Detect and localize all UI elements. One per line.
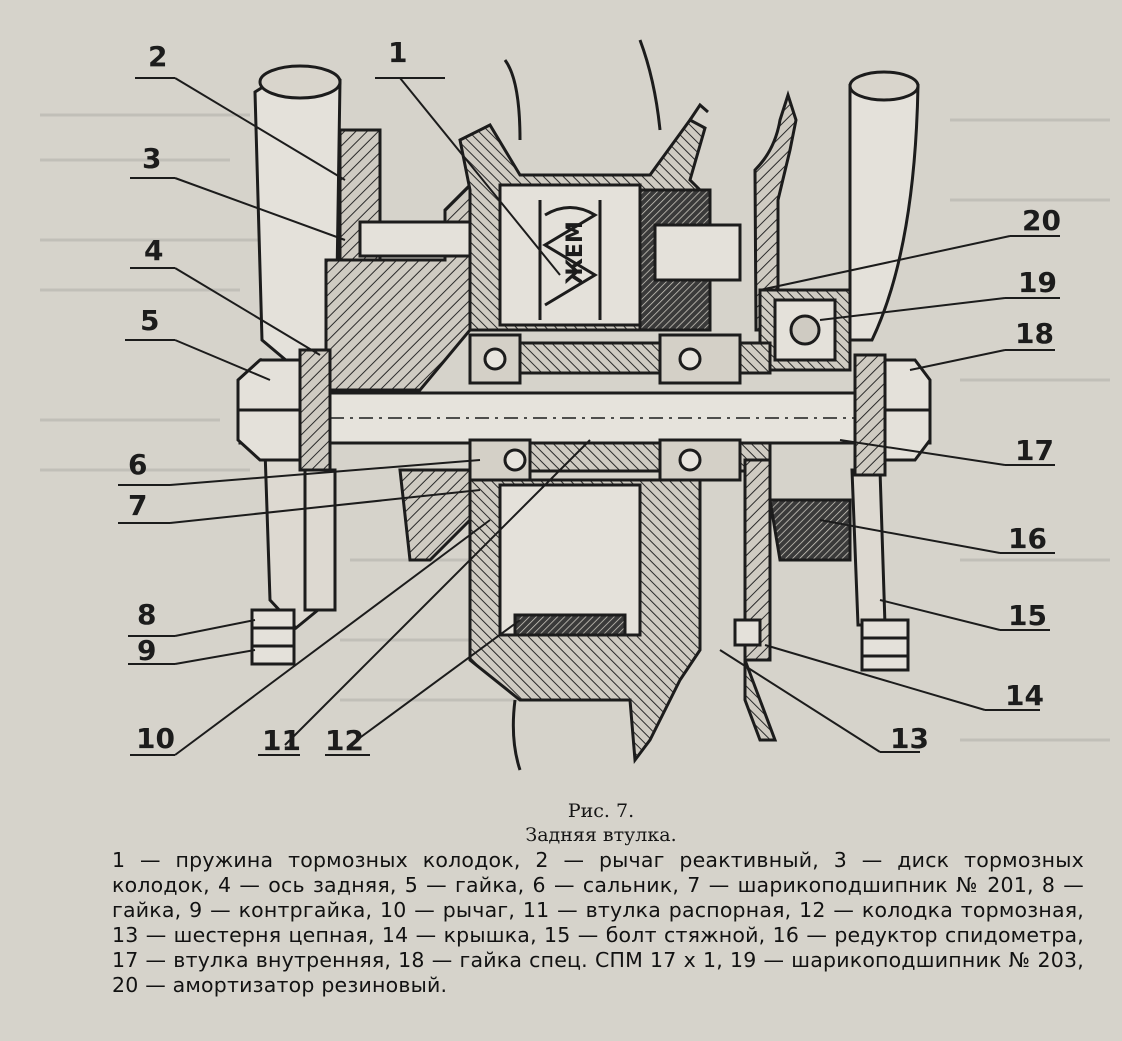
figure-number: Рис. 7. bbox=[567, 800, 635, 822]
callout-8: 8 bbox=[137, 598, 156, 631]
brake-disc bbox=[324, 181, 492, 392]
callout-15: 15 bbox=[1008, 599, 1047, 632]
callout-13: 13 bbox=[890, 722, 929, 755]
callout-9: 9 bbox=[137, 634, 156, 667]
callout-18: 18 bbox=[1015, 317, 1054, 350]
callout-16: 16 bbox=[1008, 522, 1047, 555]
callout-11: 11 bbox=[262, 724, 301, 757]
callout-1: 1 bbox=[388, 36, 407, 69]
callout-2: 2 bbox=[148, 40, 167, 73]
callout-7: 7 bbox=[128, 489, 147, 522]
callout-6: 6 bbox=[128, 448, 147, 481]
brake-spring bbox=[538, 200, 602, 320]
right-lower-nuts bbox=[860, 618, 910, 672]
left-axle-nut bbox=[236, 348, 332, 472]
callout-12: 12 bbox=[325, 724, 364, 757]
callout-5: 5 bbox=[140, 304, 159, 337]
hub-shell-lower bbox=[468, 478, 702, 771]
figure-title: Задняя втулка. bbox=[525, 824, 677, 846]
callout-leaders bbox=[118, 77, 1060, 756]
spring-marking: ЖЕМ bbox=[563, 221, 588, 285]
callout-19: 19 bbox=[1018, 266, 1057, 299]
rubber-damper bbox=[638, 188, 742, 332]
callout-14: 14 bbox=[1005, 679, 1044, 712]
callout-17: 17 bbox=[1015, 434, 1054, 467]
callout-numbers: 1 2 3 4 5 6 7 8 9 10 11 12 13 14 15 16 1… bbox=[128, 36, 1061, 757]
callout-20: 20 bbox=[1022, 204, 1061, 237]
callout-4: 4 bbox=[144, 234, 163, 267]
figure-legend: 1 — пружина тормозных колодок, 2 — рычаг… bbox=[112, 848, 1084, 997]
right-axle-nut bbox=[853, 353, 932, 477]
chain-sprocket-upper bbox=[753, 90, 798, 332]
left-lower-nuts bbox=[250, 608, 296, 666]
callout-10: 10 bbox=[136, 722, 175, 755]
cover-and-reducer bbox=[733, 458, 852, 742]
right-fork bbox=[848, 70, 920, 627]
callout-3: 3 bbox=[142, 142, 161, 175]
rear-axle bbox=[238, 391, 932, 445]
brake-lever bbox=[303, 468, 472, 612]
bearing-19-housing bbox=[758, 288, 852, 372]
